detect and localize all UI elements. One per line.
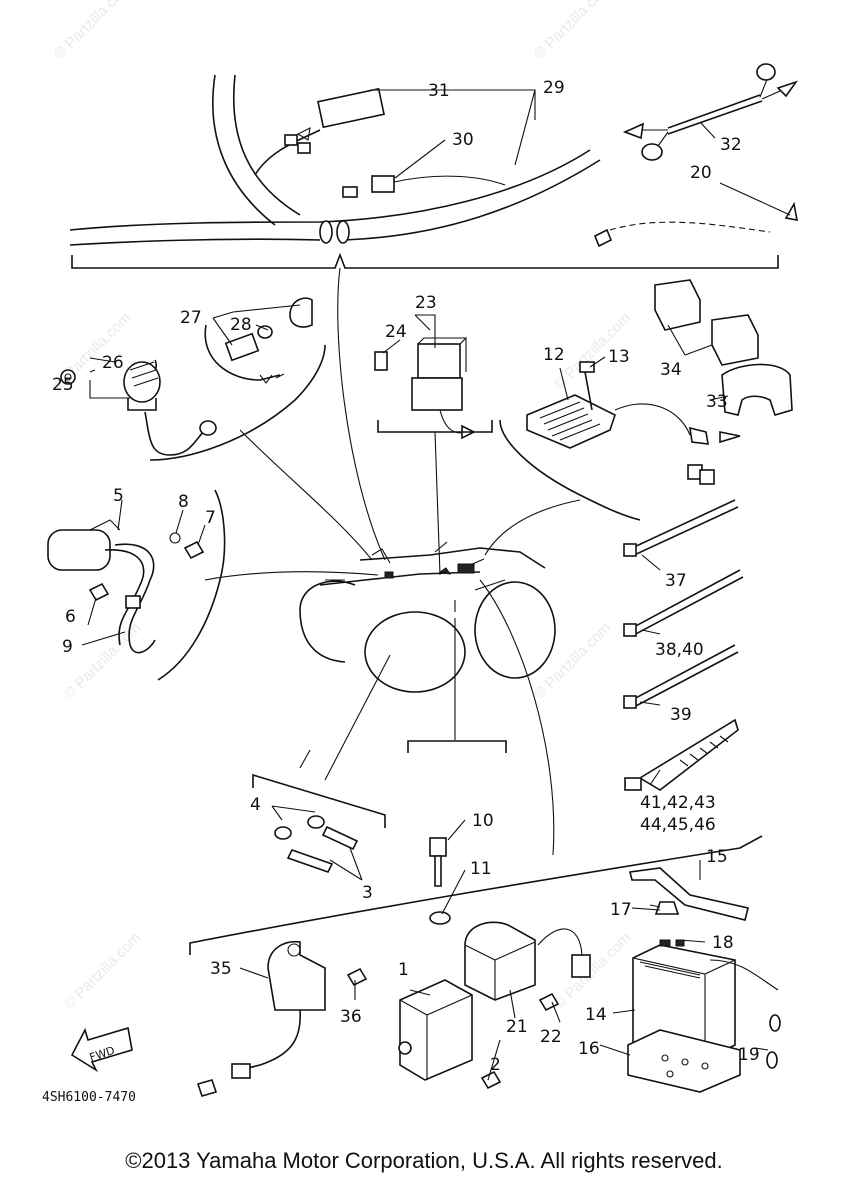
callout-38-40: 38,40 [655,640,704,660]
callout-30: 30 [452,130,474,150]
watermarks: © Partzilla.com © Partzilla.com © Partzi… [51,0,634,1013]
watermark: © Partzilla.com [551,929,634,1012]
callout-22: 22 [540,1027,562,1047]
callout-12: 12 [543,345,565,365]
cable-ties-group [623,499,744,791]
main-switch-group [60,297,326,461]
callout-37: 37 [665,571,687,591]
callout-15: 15 [706,847,728,867]
watermark: © Partzilla.com [51,0,134,63]
ignition-coil-group [47,489,226,681]
callout-6: 6 [65,607,76,627]
callout-25: 25 [52,375,74,395]
callout-27: 27 [180,308,202,328]
callout-36: 36 [340,1007,362,1027]
callout-10: 10 [472,811,494,831]
callout-16: 16 [578,1039,600,1059]
leader-lines [204,267,581,856]
callout-21: 21 [506,1017,528,1037]
watermark: © Partzilla.com [61,929,144,1012]
watermark: © Partzilla.com [531,0,614,63]
callout-7: 7 [205,508,216,528]
callout-19: 19 [738,1045,760,1065]
callout-2: 2 [490,1055,501,1075]
callout-24: 24 [385,322,407,342]
battery-ecu-group [70,867,781,1097]
callout-11: 11 [470,859,492,879]
callout-17: 17 [610,900,632,920]
callout-31: 31 [428,81,450,101]
callout-29: 29 [543,78,565,98]
atv-outline [299,541,556,693]
sensor-group [252,740,507,925]
callout-28: 28 [230,315,252,335]
callout-5: 5 [113,486,124,506]
callout-26: 26 [102,353,124,373]
callout-13: 13 [608,347,630,367]
callout-35: 35 [210,959,232,979]
callout-leaders [81,89,791,1081]
callout-20: 20 [690,163,712,183]
callout-39: 39 [670,705,692,725]
callout-14: 14 [585,1005,607,1025]
callouts: 31 29 30 32 20 23 24 27 28 26 25 12 13 3… [42,78,760,1105]
relay-fuse-group [374,337,493,440]
copyright-notice: ©2013 Yamaha Motor Corporation, U.S.A. A… [125,1148,723,1173]
callout-41-43: 41,42,43 [640,793,716,813]
lower-bracket [189,835,763,955]
callout-33: 33 [706,392,728,412]
callout-23: 23 [415,293,437,313]
callout-4: 4 [250,795,261,815]
callout-34: 34 [660,360,682,380]
callout-32: 32 [720,135,742,155]
callout-1: 1 [398,960,409,980]
callout-44-46: 44,45,46 [640,815,716,835]
callout-3: 3 [362,883,373,903]
callout-18: 18 [712,933,734,953]
watermark: © Partzilla.com [61,619,144,702]
drawing-code: 4SH6100-7470 [42,1090,136,1105]
rectifier-group [499,279,793,521]
callout-8: 8 [178,492,189,512]
callout-9: 9 [62,637,73,657]
wire-harness-group [69,63,799,269]
